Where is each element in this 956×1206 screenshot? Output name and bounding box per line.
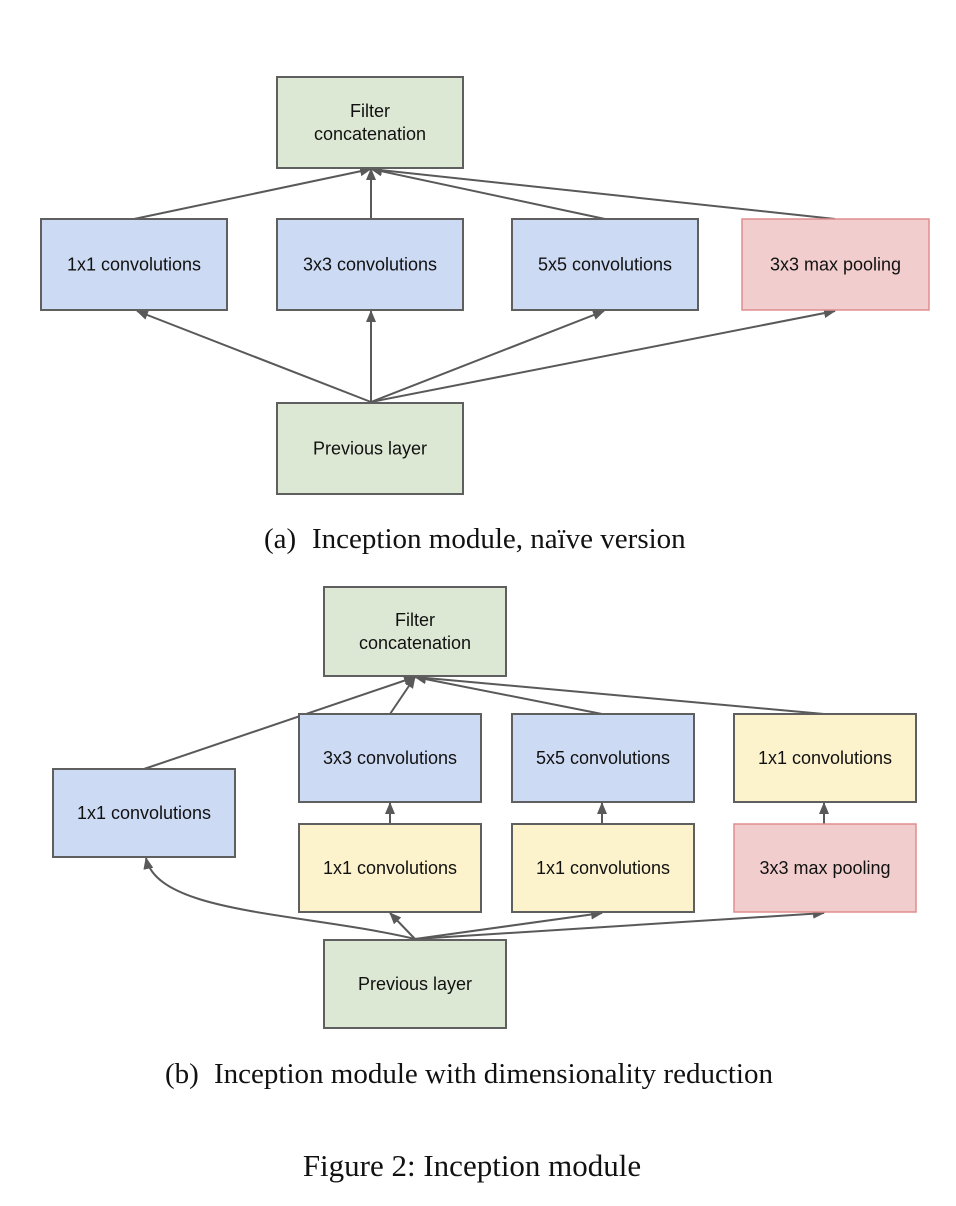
nodes-layer: Filter concatenation 1x1 convolutions 3x3 c… bbox=[40, 76, 930, 1029]
panel-a-arrow-pool-to-concat bbox=[370, 165, 836, 220]
node-box bbox=[741, 218, 930, 311]
panel-b-arrow-conv3-to-concat bbox=[389, 676, 416, 715]
node-label: 1x1 convolutions bbox=[77, 803, 211, 823]
captions-layer: (a) Inception module, naïve version (b) … bbox=[165, 523, 773, 1183]
panel-b-node-concat: Filter concatenation bbox=[323, 586, 507, 677]
panel-b-arrow-prev-to-conv1-direct bbox=[143, 857, 416, 940]
edges-layer bbox=[133, 165, 836, 940]
node-box bbox=[511, 218, 699, 311]
node-label: 1x1 convolutions bbox=[323, 858, 457, 878]
node-label: Filter bbox=[350, 101, 390, 121]
panel-b-node-pool: 3x3 max pooling bbox=[733, 823, 917, 913]
panel-a-caption: Inception module, naïve version bbox=[312, 523, 686, 555]
panel-b-label: (b) bbox=[165, 1058, 199, 1090]
node-box bbox=[511, 713, 695, 803]
node-box bbox=[733, 713, 917, 803]
panel-a-node-conv3: 3x3 convolutions bbox=[276, 218, 464, 311]
panel-a-arrow-conv1-to-concat bbox=[133, 166, 372, 220]
panel-b-node-prev: Previous layer bbox=[323, 939, 507, 1029]
node-box bbox=[52, 768, 236, 858]
panel-a-node-concat: Filter concatenation bbox=[276, 76, 464, 169]
panel-b-node-conv1-direct: 1x1 convolutions bbox=[52, 768, 236, 858]
panel-a-label: (a) bbox=[264, 523, 296, 555]
panel-a-arrow-prev-to-pool bbox=[370, 308, 836, 403]
panel-b-node-reduce3: 1x1 convolutions bbox=[298, 823, 482, 913]
node-box bbox=[511, 823, 695, 913]
panel-b-arrow-conv1-post-pool-to-concat bbox=[414, 673, 825, 715]
panel-b-arrow-prev-to-pool bbox=[414, 908, 825, 940]
panel-a-node-pool: 3x3 max pooling bbox=[741, 218, 930, 311]
panel-a-node-conv5: 5x5 convolutions bbox=[511, 218, 699, 311]
node-label: 3x3 convolutions bbox=[303, 255, 437, 275]
node-label: Previous layer bbox=[313, 439, 427, 459]
panel-a-node-prev: Previous layer bbox=[276, 402, 464, 495]
node-label: Filter bbox=[395, 610, 435, 630]
node-label: concatenation bbox=[314, 124, 426, 144]
node-label: 1x1 convolutions bbox=[758, 748, 892, 768]
node-label: 1x1 convolutions bbox=[67, 255, 201, 275]
panel-a-arrow-prev-to-conv5 bbox=[370, 310, 605, 403]
panel-b-node-reduce5: 1x1 convolutions bbox=[511, 823, 695, 913]
panel-b-node-conv5: 5x5 convolutions bbox=[511, 713, 695, 803]
panel-b-node-conv1-post-pool: 1x1 convolutions bbox=[733, 713, 917, 803]
node-label: 1x1 convolutions bbox=[536, 858, 670, 878]
panel-a-arrow-conv5-to-concat bbox=[370, 166, 606, 220]
panel-b-arrow-conv1-direct-to-concat bbox=[143, 675, 416, 770]
panel-b-arrow-prev-to-reduce5 bbox=[414, 909, 603, 940]
panel-a-node-conv1: 1x1 convolutions bbox=[40, 218, 228, 311]
node-box bbox=[40, 218, 228, 311]
node-label: 5x5 convolutions bbox=[536, 748, 670, 768]
node-box bbox=[276, 76, 464, 169]
node-label: 3x3 convolutions bbox=[323, 748, 457, 768]
node-label: concatenation bbox=[359, 633, 471, 653]
node-label: 3x3 max pooling bbox=[770, 255, 901, 275]
node-box bbox=[276, 402, 464, 495]
panel-b-arrow-prev-to-reduce3 bbox=[389, 912, 416, 940]
node-label: Previous layer bbox=[358, 974, 472, 994]
node-box bbox=[298, 823, 482, 913]
panel-b-node-conv3: 3x3 convolutions bbox=[298, 713, 482, 803]
figure-caption: Figure 2: Inception module bbox=[303, 1148, 641, 1183]
node-box bbox=[733, 823, 917, 913]
node-box bbox=[323, 939, 507, 1029]
node-label: 3x3 max pooling bbox=[759, 858, 890, 878]
node-box bbox=[276, 218, 464, 311]
panel-b-arrow-conv5-to-concat bbox=[414, 674, 603, 715]
node-label: 5x5 convolutions bbox=[538, 255, 672, 275]
node-box bbox=[298, 713, 482, 803]
panel-a-arrow-prev-to-conv1 bbox=[136, 310, 372, 403]
node-box bbox=[323, 586, 507, 677]
panel-b-caption: Inception module with dimensionality red… bbox=[214, 1058, 773, 1090]
